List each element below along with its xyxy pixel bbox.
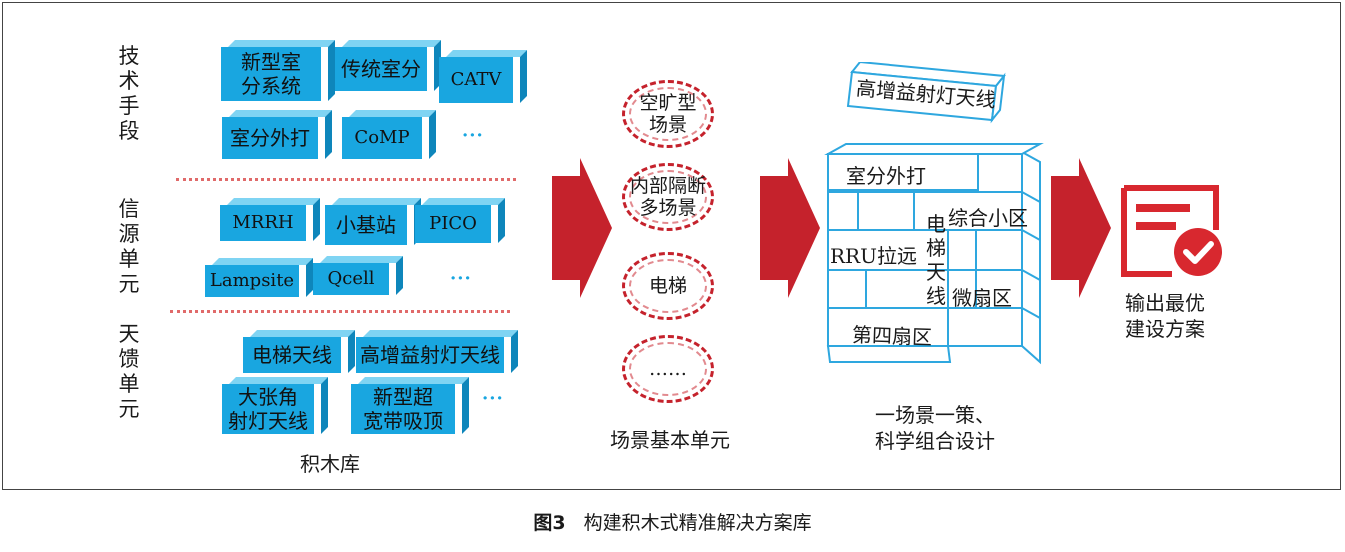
more-indicator-1: ··· xyxy=(462,125,484,146)
scene-elevator: 电梯 xyxy=(622,252,714,320)
separator-2 xyxy=(170,310,510,313)
separator-1 xyxy=(176,178,516,181)
caption-scene-units: 场景基本单元 xyxy=(610,428,730,452)
arrow-right-icon xyxy=(760,158,820,298)
group-label-tech: 技术手段 xyxy=(118,44,140,143)
combo-outdoor-to-indoor: 室分外打 xyxy=(846,164,926,188)
caption-combo-design: 一场景一策、 科学组合设计 xyxy=(875,403,995,453)
document-check-icon xyxy=(1121,185,1222,277)
combo-comprehensive-cell: 综合小区 xyxy=(948,206,1028,230)
caption-block-library: 积木库 xyxy=(300,452,360,476)
scene-more: …… xyxy=(622,335,714,403)
scene-partitioned: 内部隔断多场景 xyxy=(622,163,714,231)
more-indicator-3: ··· xyxy=(482,388,504,409)
scene-open-area: 空旷型场景 xyxy=(622,80,714,148)
combo-fourth-sector: 第四扇区 xyxy=(851,322,933,350)
combo-elevator-antenna: 电 梯 天 线 xyxy=(926,212,946,308)
arrow-right-icon xyxy=(552,158,612,298)
output-best-plan: 输出最优 建设方案 xyxy=(1125,291,1205,341)
combo-rru-remote: RRU拉远 xyxy=(830,244,917,268)
more-indicator-2: ··· xyxy=(450,268,472,289)
group-label-antenna: 天馈单元 xyxy=(118,322,140,421)
figure-frame xyxy=(2,2,1341,490)
combo-micro-sector: 微扇区 xyxy=(952,286,1012,310)
combo-stack-outline xyxy=(824,62,1044,365)
arrow-right-icon xyxy=(1051,158,1111,298)
group-label-source: 信源单元 xyxy=(118,197,140,296)
figure-caption: 图3 构建积木式精准解决方案库 xyxy=(533,512,812,534)
